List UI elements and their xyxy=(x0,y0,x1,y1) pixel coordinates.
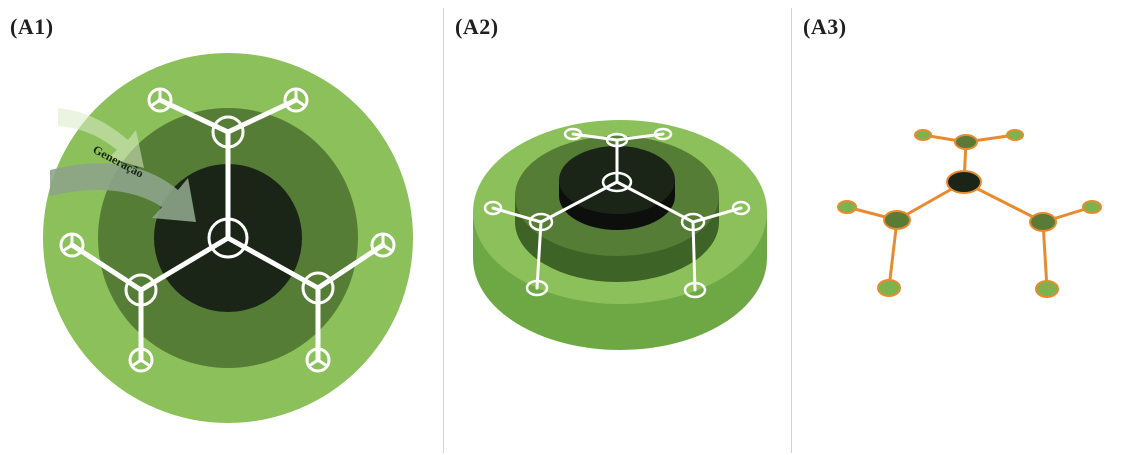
panel-label-a1: (A1) xyxy=(10,14,54,39)
panel-label-a3: (A3) xyxy=(803,14,847,39)
terminal-nodes xyxy=(59,87,396,373)
dendrimer-skeleton-view xyxy=(837,129,1102,298)
panel-a2: (A2) xyxy=(443,0,791,455)
core-node xyxy=(946,170,982,194)
core-node xyxy=(207,217,249,259)
panel-label-a2: (A2) xyxy=(455,14,499,39)
nodes xyxy=(483,127,751,299)
panel-divider xyxy=(791,8,792,453)
generation-arrow xyxy=(50,163,196,222)
generation-arrow-upper xyxy=(58,108,144,168)
dendrimer-top-view: Generação xyxy=(43,53,413,423)
generation-1-nodes xyxy=(124,115,335,307)
branch-lines xyxy=(845,133,1094,291)
panel-a3: (A3) xyxy=(791,0,1129,455)
panel-a1: (A1) Generação xyxy=(0,0,443,455)
panel-divider xyxy=(443,8,444,453)
nodes xyxy=(837,129,1102,298)
dendrimer-perspective-view xyxy=(473,120,767,350)
